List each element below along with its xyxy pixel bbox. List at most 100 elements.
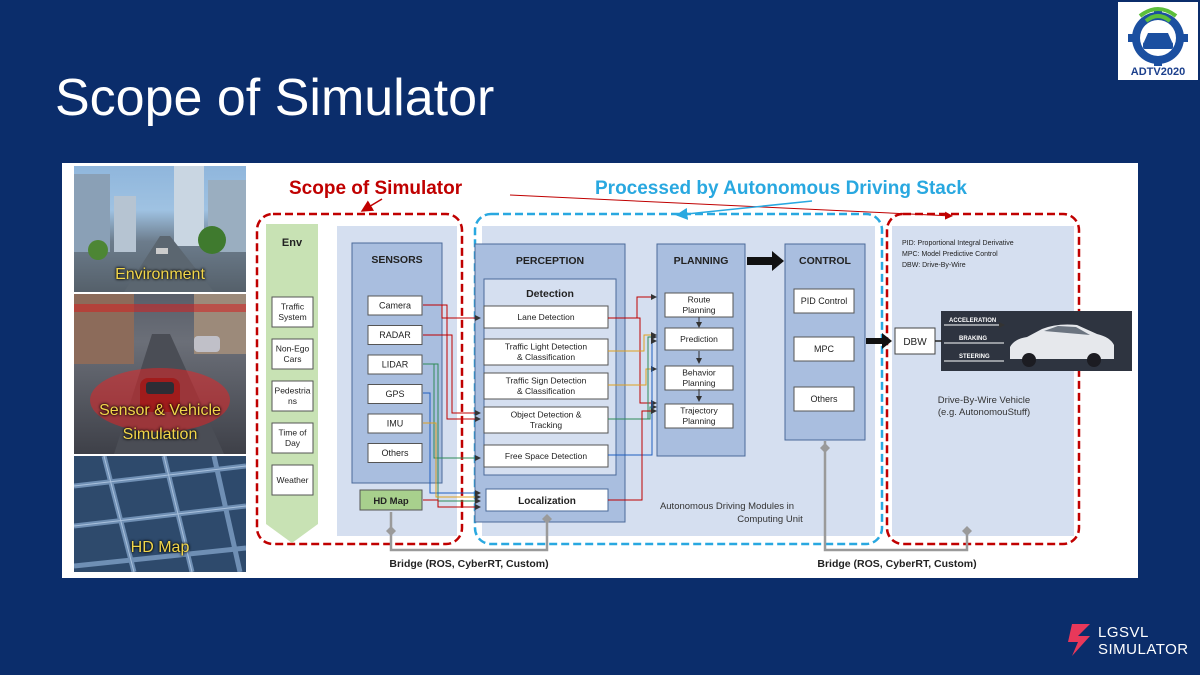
- sensor-car-icon: [74, 294, 246, 454]
- scope-pointer-arrow: [360, 198, 383, 212]
- sensor-camera-text: Camera: [379, 301, 411, 311]
- car-icon: [1010, 324, 1114, 367]
- sensor-others-text: Others: [381, 448, 409, 458]
- stack-boundary: [473, 212, 884, 546]
- vehicle-signal-lines: [944, 322, 1005, 362]
- environment-thumbnail: Environment: [74, 166, 246, 292]
- perception-traffic-sign-detection-classification-text: Traffic Sign Detection: [506, 376, 587, 386]
- planning-trajectory-planning-text: Trajectory: [680, 406, 718, 416]
- sensor-imu-text: IMU: [387, 419, 404, 429]
- env-item-time-of-day-text: Time of: [278, 428, 307, 438]
- perception-lane-detection-text: Lane Detection: [517, 312, 574, 322]
- perception-traffic-light-detection-classification-text: Traffic Light Detection: [505, 342, 587, 352]
- ad-modules-note-line2: Computing Unit: [737, 514, 803, 525]
- perception-lane-detection: Lane Detection: [483, 305, 609, 329]
- perception-title: PERCEPTION: [516, 255, 584, 267]
- legend-item-1: PID: Proportional Integral Derivative: [902, 240, 1014, 247]
- env-item-pedestrians-text: ns: [288, 396, 297, 406]
- planning-items: RoutePlanningPredictionBehaviorPlanningT…: [664, 292, 734, 429]
- sensor-others: Others: [367, 443, 423, 463]
- slide-title: Scope of Simulator: [55, 69, 495, 127]
- scope-label: Scope of Simulator: [289, 178, 463, 199]
- env-item-traffic-system-text: Traffic: [281, 302, 305, 312]
- vehicle-scope-boundary: [885, 212, 1081, 546]
- ad-stack-diagram: Scope of Simulator Processed by Autonomo…: [255, 178, 1132, 570]
- sensor-gps-text: GPS: [385, 389, 404, 399]
- dbw-vehicle-line1: Drive-By-Wire Vehicle: [938, 395, 1030, 406]
- gear-car-icon: [1128, 7, 1188, 66]
- sensor-caption-line2: Simulation: [122, 426, 198, 443]
- bridge-left-node2: [542, 514, 552, 524]
- perception-traffic-light-detection-classification-text: & Classification: [517, 352, 575, 362]
- lgsvl-logo: LGSVL SIMULATOR: [1064, 622, 1194, 662]
- control-others-text: Others: [810, 394, 838, 404]
- ad-modules-note-line1: Autonomous Driving Modules in: [660, 501, 794, 512]
- planning-behavior-planning-text: Behavior: [682, 368, 716, 378]
- hdmap-thumbnail: HD Map: [74, 456, 246, 572]
- perception-connections: [608, 294, 657, 501]
- legend-item-2: MPC: Model Predictive Control: [902, 251, 998, 258]
- env-item-non-ego-cars-text: Non-Ego: [276, 344, 310, 354]
- sensor-gps: GPS: [367, 384, 423, 404]
- perception-free-space-detection: Free Space Detection: [483, 444, 609, 468]
- sensor-camera: Camera: [367, 295, 423, 316]
- env-item-weather-text: Weather: [277, 475, 309, 485]
- control-title: CONTROL: [799, 255, 851, 267]
- environment-caption: Environment: [115, 266, 205, 283]
- steering-label: STEERING: [959, 354, 990, 360]
- scope-pointer-arrow-right: [509, 194, 953, 220]
- sensor-thumbnail: Sensor & Vehicle Simulation: [74, 294, 246, 454]
- env-item-pedestrians-text: Pedestria: [275, 386, 311, 396]
- planning-route-planning-text: Planning: [682, 305, 715, 315]
- hdmap-caption: HD Map: [130, 539, 190, 556]
- sensor-radar: RADAR: [367, 325, 423, 345]
- legend-item-3: DBW: Drive-By-Wire: [902, 262, 966, 269]
- bridge-left-node1: [386, 526, 396, 536]
- localization-label: Localization: [518, 496, 576, 507]
- adtv-logo: ADTV2020: [1118, 2, 1198, 80]
- dbw-box: [894, 327, 936, 355]
- detection-title: Detection: [526, 288, 574, 300]
- processed-pointer-arrow: [675, 200, 813, 220]
- bridge-right-lines: [823, 441, 969, 552]
- env-item-time-of-day-text: Day: [285, 438, 301, 448]
- lgsvl-s-icon: [1068, 624, 1090, 656]
- planning-to-control-arrow: [747, 251, 784, 271]
- city-street-icon: [74, 166, 246, 292]
- planning-prediction-text: Prediction: [680, 334, 718, 344]
- env-items: TrafficSystemNon-EgoCarsPedestriansTime …: [271, 296, 314, 496]
- control-pid-control: PID Control: [793, 288, 855, 314]
- sensor-connections: [423, 304, 481, 510]
- vehicle-panel: [892, 226, 1074, 536]
- hd-map-box: [359, 489, 423, 511]
- braking-label: BRAKING: [959, 336, 987, 342]
- sensor-lidar: LIDAR: [367, 354, 423, 375]
- perception-object-detection-tracking-text: Tracking: [530, 420, 563, 430]
- sensor-caption-line1: Sensor & Vehicle: [99, 402, 221, 419]
- dbw-label: DBW: [903, 337, 927, 348]
- planning-prediction: Prediction: [664, 327, 734, 351]
- hd-map-label: HD Map: [373, 496, 409, 507]
- env-arrow-tip: [266, 524, 318, 543]
- logo-text: ADTV2020: [1130, 66, 1186, 78]
- sensors-title: SENSORS: [371, 254, 422, 266]
- control-mpc-text: MPC: [814, 344, 835, 354]
- perception-free-space-detection-text: Free Space Detection: [505, 451, 587, 461]
- sensor-lidar-text: LIDAR: [382, 360, 409, 370]
- control-mpc: MPC: [793, 336, 855, 362]
- scope-boundary: [255, 212, 464, 546]
- perception-object-detection-tracking-text: Object Detection &: [511, 410, 582, 420]
- bridge-right-node1: [820, 443, 830, 453]
- bridge-right-node2: [962, 526, 972, 536]
- map-grid-icon: [74, 456, 246, 572]
- planning-trajectory-planning-text: Planning: [682, 416, 715, 426]
- sensor-radar-text: RADAR: [379, 330, 411, 340]
